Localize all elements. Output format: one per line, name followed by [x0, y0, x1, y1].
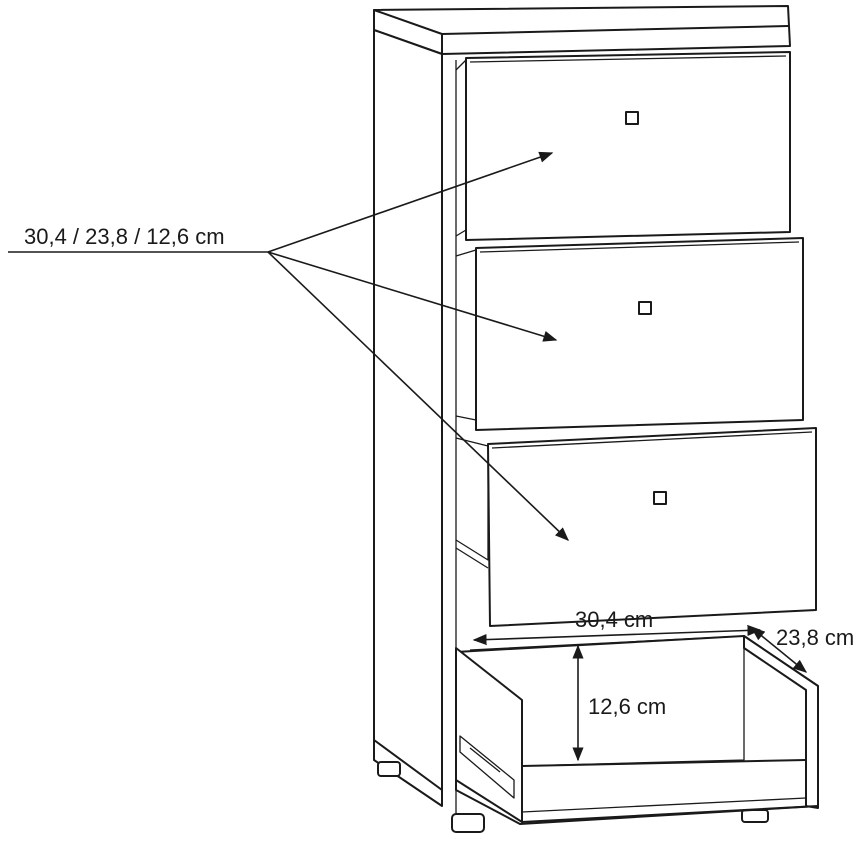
drawer-4-open [455, 635, 819, 825]
dimension-arrows [472, 624, 808, 762]
drawer-dims-label: 30,4 / 23,8 / 12,6 cm [24, 224, 225, 249]
drawer-1-knob [625, 111, 639, 125]
drawer-1 [455, 51, 791, 241]
leader-lines [8, 151, 570, 541]
width-arrow [472, 624, 762, 646]
drawer-2 [455, 237, 804, 431]
leader-arrow-drawer-2 [267, 251, 558, 342]
depth-arrow [750, 627, 808, 673]
leader-arrow-drawer-1 [267, 151, 554, 253]
leader-arrow-drawer-3 [267, 251, 570, 541]
drawer-2-knob [638, 301, 652, 315]
drawer-3 [455, 427, 817, 627]
cabinet-body [373, 5, 791, 833]
depth-label: 23,8 cm [776, 625, 854, 650]
drawer-3-knob [653, 491, 667, 505]
height-label: 12,6 cm [588, 694, 666, 719]
width-label: 30,4 cm [575, 607, 653, 632]
